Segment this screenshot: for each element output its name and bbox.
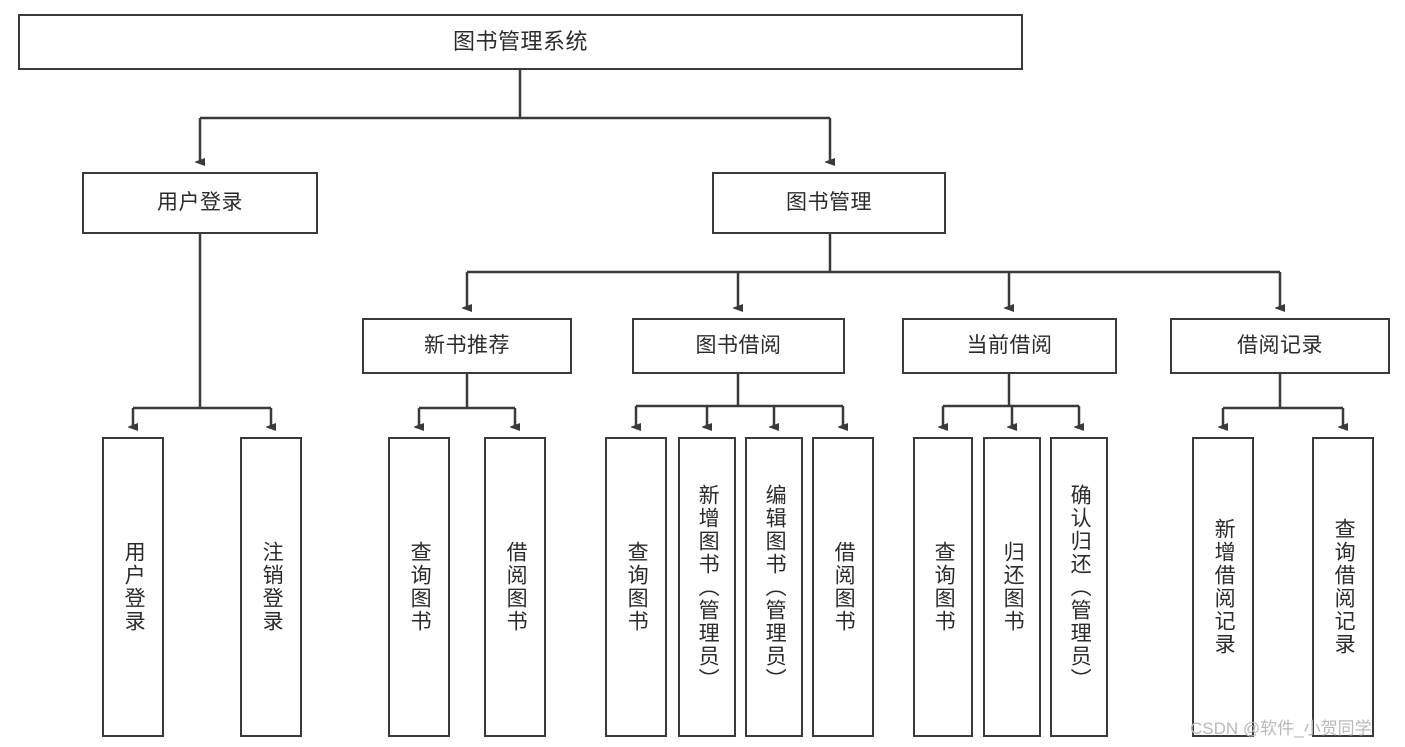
node-leaf-query-book-3-label: 查询图书 [932,541,956,633]
node-leaf-user-logout[interactable]: 注销登录 [240,437,302,737]
node-leaf-confirm-return-admin[interactable]: 确认归还（管理员） [1050,437,1108,737]
node-leaf-query-book-2-label: 查询图书 [625,541,649,633]
node-new-book-recommend-label: 新书推荐 [424,333,510,357]
node-leaf-user-logout-label: 注销登录 [260,541,284,633]
node-leaf-edit-book-admin-label: 编辑图书（管理员） [763,483,787,691]
node-book-manage-label: 图书管理 [786,190,872,214]
node-book-borrow-label: 图书借阅 [695,333,782,357]
node-leaf-return-book-label: 归还图书 [1001,541,1025,633]
node-current-borrow[interactable]: 当前借阅 [902,318,1117,374]
node-current-borrow-label: 当前借阅 [966,333,1053,357]
node-new-book-recommend[interactable]: 新书推荐 [362,318,572,374]
node-leaf-confirm-return-admin-label: 确认归还（管理员） [1068,483,1092,691]
node-leaf-borrow-book-2-label: 借阅图书 [832,541,856,633]
node-leaf-borrow-book-1[interactable]: 借阅图书 [484,437,546,737]
node-leaf-query-book-3[interactable]: 查询图书 [913,437,973,737]
node-leaf-query-book-1-label: 查询图书 [408,541,432,633]
node-leaf-user-login-label: 用户登录 [122,541,146,633]
node-leaf-add-book-admin-label: 新增图书（管理员） [696,483,720,691]
node-leaf-borrow-book-2[interactable]: 借阅图书 [812,437,874,737]
node-user-login-label: 用户登录 [157,190,243,214]
node-leaf-query-borrow-record-label: 查询借阅记录 [1332,518,1356,656]
node-leaf-add-book-admin[interactable]: 新增图书（管理员） [678,437,736,737]
node-leaf-query-borrow-record[interactable]: 查询借阅记录 [1312,437,1374,737]
node-root[interactable]: 图书管理系统 [18,14,1023,70]
node-leaf-add-borrow-record[interactable]: 新增借阅记录 [1192,437,1254,737]
node-borrow-record-label: 借阅记录 [1237,333,1323,357]
node-leaf-query-book-2[interactable]: 查询图书 [605,437,667,737]
node-book-manage[interactable]: 图书管理 [712,172,946,234]
node-leaf-user-login[interactable]: 用户登录 [102,437,164,737]
csdn-watermark: CSDN @软件_小贺同学 [1190,719,1372,738]
node-root-label: 图书管理系统 [452,29,588,55]
node-borrow-record[interactable]: 借阅记录 [1170,318,1390,374]
node-leaf-return-book[interactable]: 归还图书 [983,437,1041,737]
node-leaf-borrow-book-1-label: 借阅图书 [504,541,528,633]
node-leaf-query-book-1[interactable]: 查询图书 [388,437,450,737]
node-leaf-edit-book-admin[interactable]: 编辑图书（管理员） [745,437,803,737]
node-leaf-add-borrow-record-label: 新增借阅记录 [1212,518,1236,656]
node-book-borrow[interactable]: 图书借阅 [632,318,845,374]
node-user-login[interactable]: 用户登录 [82,172,318,234]
